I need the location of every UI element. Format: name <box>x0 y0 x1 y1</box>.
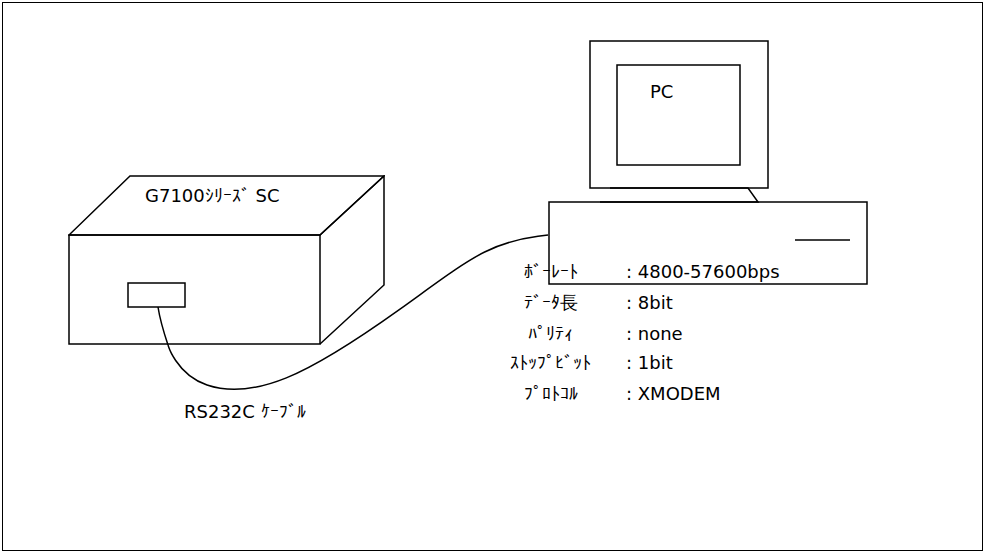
drive-slot <box>795 239 850 241</box>
pc-tower <box>549 202 867 284</box>
screen-label: PC <box>650 82 673 102</box>
setting-name: ﾎﾞｰﾚｰﾄ <box>478 262 623 282</box>
setting-name: ﾌﾟﾛﾄｺﾙ <box>478 384 623 404</box>
frame-border <box>3 3 983 551</box>
controller-box: G7100ｼﾘｰｽﾞ SC <box>68 175 385 345</box>
setting-name: ｽﾄｯﾌﾟﾋﾞｯﾄ <box>478 353 623 373</box>
box-side-face <box>320 176 384 344</box>
monitor-stand <box>600 188 758 202</box>
setting-value: : 1bit <box>626 353 673 373</box>
serial-cable <box>168 235 548 389</box>
setting-value: : none <box>626 324 683 344</box>
setting-value: : XMODEM <box>626 384 721 404</box>
setting-name: ﾊﾟﾘﾃｨ <box>478 324 623 344</box>
pc-computer: PC <box>548 40 868 285</box>
setting-name: ﾃﾞｰﾀ長 <box>478 293 623 313</box>
setting-value: : 8bit <box>626 293 673 313</box>
box-top-face <box>69 176 384 235</box>
setting-value: : 4800-57600bps <box>626 262 780 282</box>
monitor-screen <box>617 65 740 165</box>
cable-stub <box>158 307 168 345</box>
pc-outline <box>548 40 868 285</box>
monitor-bezel <box>590 41 768 188</box>
cable-label: RS232C ｹｰﾌﾞﾙ <box>182 402 308 422</box>
box-front-face <box>69 235 320 344</box>
serial-port <box>128 283 185 307</box>
device-name: G7100ｼﾘｰｽﾞ SC <box>145 186 279 206</box>
